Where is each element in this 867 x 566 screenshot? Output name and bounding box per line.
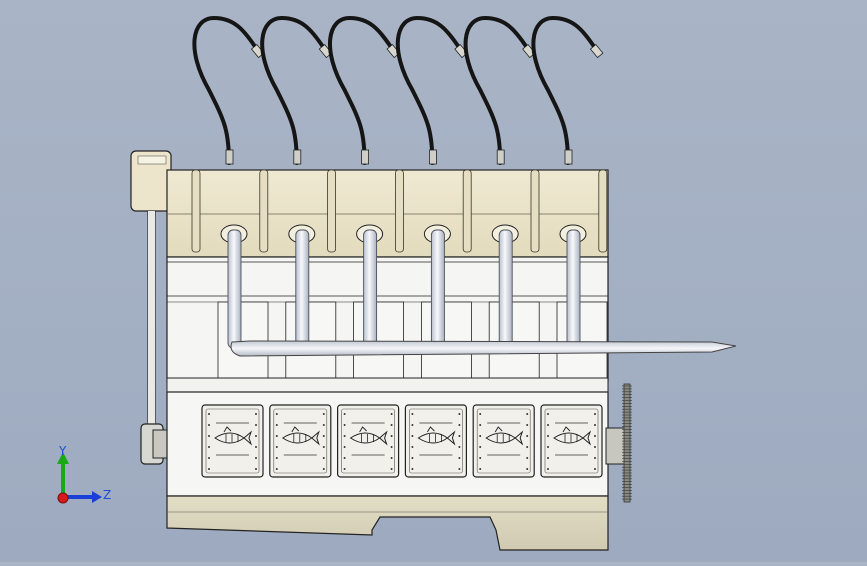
spark-plug-boot <box>225 149 234 165</box>
view-orientation-triad[interactable]: Y Z <box>57 444 111 504</box>
triad-x-origin-icon <box>57 492 69 504</box>
spark-plug-boot <box>428 149 437 165</box>
exhaust-runner <box>430 229 445 348</box>
block-bay <box>353 301 405 379</box>
triad-y-arrow-icon <box>57 452 69 464</box>
shark-fish-icon <box>349 426 388 446</box>
wire-terminal <box>589 44 604 59</box>
shark-fish-icon <box>485 426 524 446</box>
crankcase-cover-plate <box>472 404 535 478</box>
block-bay <box>420 301 472 379</box>
shark-fish-icon <box>281 426 320 446</box>
shark-fish-icon <box>553 426 592 446</box>
crankcase <box>166 391 609 497</box>
spark-plug-wires <box>192 15 604 165</box>
shark-fish-icon <box>417 426 456 446</box>
spark-plug-wire <box>463 15 530 165</box>
block-bay <box>556 301 608 379</box>
distributor-housing <box>130 150 172 440</box>
exhaust-runner <box>295 229 310 348</box>
crank-pulley <box>140 423 168 465</box>
exhaust-runner <box>498 229 513 348</box>
head-rib <box>259 169 269 253</box>
spark-plug-wire <box>531 15 597 165</box>
engine-block <box>166 256 609 393</box>
spark-plug-boot <box>293 149 302 165</box>
head-rib <box>462 169 472 253</box>
spark-plug-boot <box>361 149 370 165</box>
spark-plug-wire <box>395 15 462 165</box>
spark-plug-boot <box>564 149 573 165</box>
head-rib <box>327 169 337 253</box>
spark-plug-boot <box>496 149 505 165</box>
crankcase-cover-plate <box>269 404 332 478</box>
spark-plug-wire <box>327 15 394 165</box>
triad-z-arrow-icon <box>92 491 102 503</box>
block-bay <box>285 301 337 379</box>
oil-pan <box>166 495 609 551</box>
crankcase-cover-plate <box>201 404 264 478</box>
triad-z-label: Z <box>103 488 111 502</box>
crankcase-cover-plate <box>404 404 467 478</box>
exhaust-runner <box>363 229 378 348</box>
shark-fish-icon <box>214 426 253 446</box>
crankcase-cover-plate <box>337 404 400 478</box>
triad-y-label: Y <box>58 444 67 458</box>
head-rib <box>191 169 201 253</box>
block-bay <box>488 301 540 379</box>
head-rib <box>530 169 540 253</box>
crankcase-cover-plate <box>540 404 603 478</box>
exhaust-runner <box>566 229 581 348</box>
head-rib <box>394 169 404 253</box>
spark-plug-wire <box>260 15 326 165</box>
exhaust-runner <box>227 229 242 349</box>
head-rib <box>598 169 608 253</box>
exhaust-manifold <box>227 229 737 357</box>
spark-plug-wire <box>192 15 258 165</box>
flywheel <box>605 383 632 503</box>
block-bay <box>217 301 269 379</box>
